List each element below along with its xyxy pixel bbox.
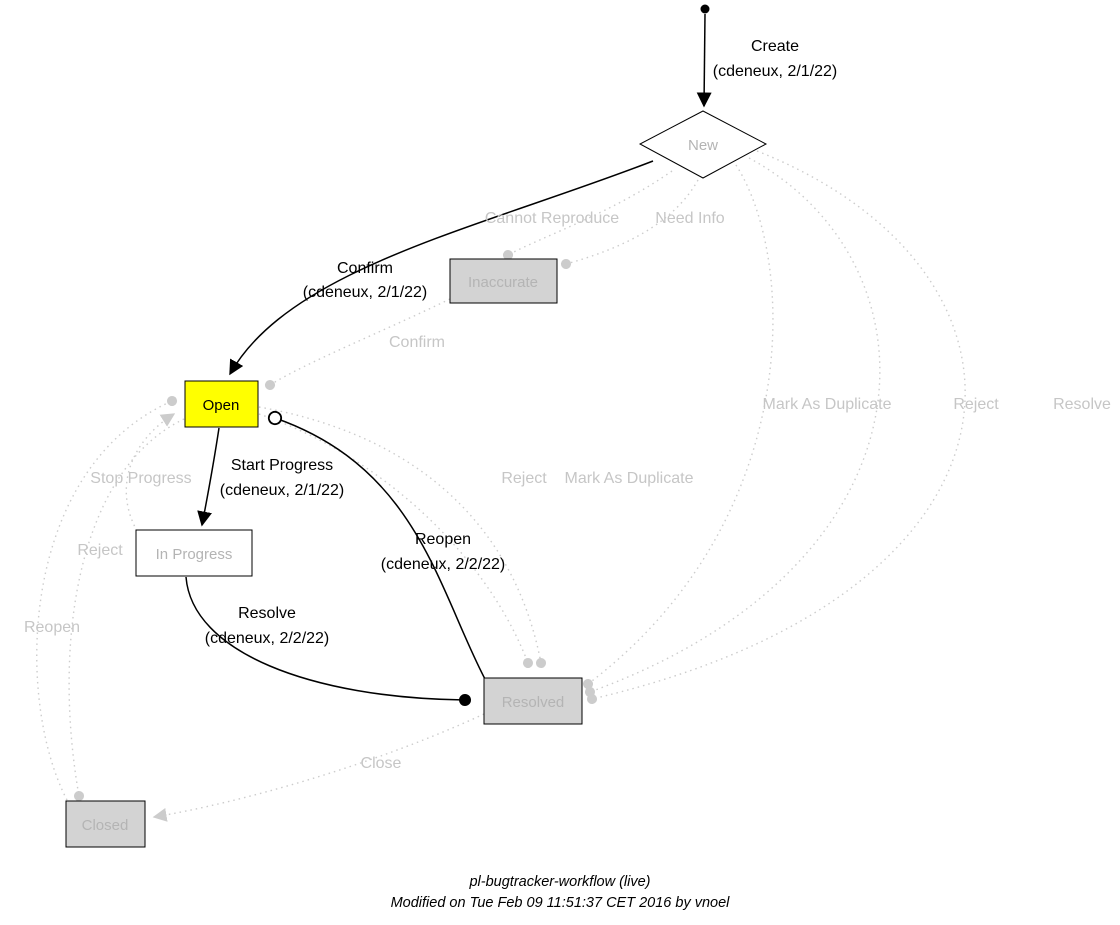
edge-resolve-new-to-resolved xyxy=(586,150,966,705)
edge-sublabel-resolve: (cdeneux, 2/2/22) xyxy=(205,630,330,647)
edge-reopen-closed-to-open xyxy=(36,395,178,801)
edge-label-reopen-left: Reopen xyxy=(24,619,80,636)
edge-mark-as-duplicate-open-to-resolved xyxy=(258,406,547,669)
node-resolved-shape xyxy=(483,677,583,725)
edge-reject-open-to-closed xyxy=(68,418,185,802)
edge-label-stop-progress: Stop Progress xyxy=(90,470,191,487)
node-in-progress-label: In Progress xyxy=(156,546,233,563)
caption-modified: Modified on Tue Feb 09 11:51:37 CET 2016… xyxy=(391,895,731,911)
node-new: New xyxy=(638,110,768,179)
edge-reject-open-to-resolved xyxy=(258,413,534,669)
edge-start-progress xyxy=(197,427,220,527)
edge-label-reject-left: Reject xyxy=(77,542,123,559)
edge-label-mark-as-duplicate-right: Mark As Duplicate xyxy=(763,396,892,413)
edge-confirm-inaccurate-to-open xyxy=(264,298,451,391)
edge-label-reopen: Reopen xyxy=(415,531,471,548)
edge-label-reject-center: Reject xyxy=(501,470,547,487)
node-resolved-label: Resolved xyxy=(502,694,565,711)
node-closed-label: Closed xyxy=(82,817,129,834)
edge-label-close: Close xyxy=(361,755,402,772)
edge-label-confirm-new-to-open: Confirm xyxy=(337,260,393,277)
edge-label-reject-right: Reject xyxy=(953,396,999,413)
node-in-progress-shape xyxy=(135,529,253,577)
edge-sublabel-confirm-new-to-open: (cdeneux, 2/1/22) xyxy=(303,284,428,301)
edge-label-need-info: Need Info xyxy=(655,210,724,227)
edge-reopen-resolved-to-open xyxy=(267,410,487,682)
node-closed: Closed xyxy=(65,800,146,848)
node-open-shape xyxy=(184,380,259,428)
edge-label-create: Create xyxy=(751,38,799,55)
node-new-label: New xyxy=(688,137,718,154)
edge-sublabel-create: (cdeneux, 2/1/22) xyxy=(713,63,838,80)
node-in-progress: In Progress xyxy=(135,529,253,577)
edge-label-confirm-inaccurate: Confirm xyxy=(389,334,445,351)
initial-state-dot xyxy=(700,4,710,14)
edge-create xyxy=(696,13,712,108)
node-open-label: Open xyxy=(203,397,240,414)
edge-label-cannot-reproduce: Cannot Reproduce xyxy=(485,210,619,227)
edge-close xyxy=(152,713,485,822)
node-open: Open xyxy=(184,380,259,428)
edge-resolve-in-progress-to-resolved xyxy=(185,576,471,706)
node-resolved: Resolved xyxy=(483,677,583,725)
edge-sublabel-reopen: (cdeneux, 2/2/22) xyxy=(381,556,506,573)
edge-label-start-progress: Start Progress xyxy=(231,457,333,474)
edge-label-mark-as-duplicate-center: Mark As Duplicate xyxy=(565,470,694,487)
edge-label-resolve: Resolve xyxy=(238,605,296,622)
edge-mark-as-duplicate-new-to-resolved xyxy=(582,164,774,690)
edge-sublabel-start-progress: (cdeneux, 2/1/22) xyxy=(220,482,345,499)
node-new-shape xyxy=(638,110,768,179)
edge-confirm-new-to-open xyxy=(229,160,654,376)
edge-need-info xyxy=(560,179,699,270)
node-inaccurate: Inaccurate xyxy=(449,258,558,304)
edge-stop-progress xyxy=(125,413,176,532)
caption-title: pl-bugtracker-workflow (live) xyxy=(468,874,650,890)
node-inaccurate-shape xyxy=(449,258,558,304)
node-closed-shape xyxy=(65,800,146,848)
node-inaccurate-label: Inaccurate xyxy=(468,274,538,291)
edge-label-resolve-right: Resolve xyxy=(1053,396,1111,413)
